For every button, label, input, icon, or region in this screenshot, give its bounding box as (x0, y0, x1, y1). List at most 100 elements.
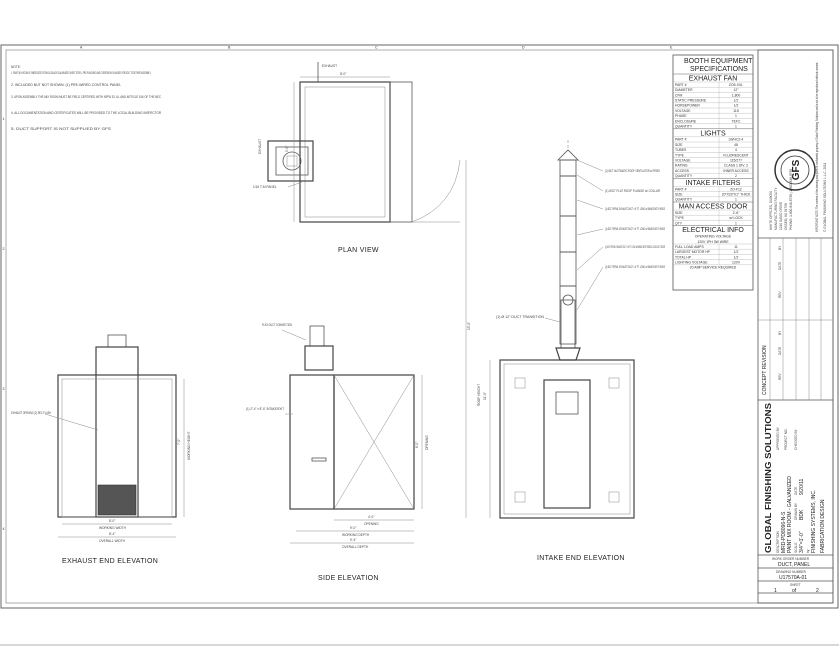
tm-panel-leader (287, 181, 303, 188)
tb-copyright: © GLOBAL FINISHING SOLUTIONS L.L.C. 2011 (823, 162, 827, 232)
spec-row-value: w/ LOCK (729, 216, 743, 220)
plan-fan-hub (286, 155, 298, 167)
spec-section-head: LIGHTS (700, 130, 726, 137)
exhaust-side-callout: EXHAUST (258, 139, 262, 154)
spec-sub-text: 120V 1PH 3W WIRE (697, 240, 729, 244)
exh-dim-label-in: WORKING WIDTH (99, 526, 127, 530)
spec-row-value: 2'-6" (733, 211, 741, 215)
rev-label: REV (778, 291, 782, 298)
spec-row-value: 48 (734, 143, 738, 147)
intake-filter-vent (608, 377, 620, 389)
spec-table-border (672, 54, 754, 291)
intake-elevation-title: INTAKE END ELEVATION (537, 555, 625, 562)
spec-row-value: 1 (735, 221, 737, 225)
date-value: 9/20/11 (799, 478, 805, 495)
spec-row-label: PART # (675, 83, 687, 87)
side-fan-box (304, 345, 334, 371)
address-line: WHITE OFFICES, DUBOIS (769, 191, 773, 230)
spec-row-label: QUANTITY (675, 198, 693, 202)
duct-callout: (1) Ø12" AUTOMATIC ROOF VENTILATOR w/ FI… (605, 169, 661, 173)
duct-section (559, 159, 577, 177)
project-label: PROJECT NO. (784, 429, 788, 450)
exh-dim-label-out: OVERALL WIDTH (99, 539, 126, 543)
spec-row-value: FLUORESCENT (723, 153, 748, 157)
designed-by: FINISHING SYSTEMS, INC. (811, 490, 817, 553)
spec-row-label: TOTAL HP (675, 255, 692, 259)
spec-row-label: TYPE (675, 153, 685, 157)
spec-row-label: HORSEPOWER (675, 104, 700, 108)
plan-outline-inner (304, 86, 386, 218)
side-fan-stack (309, 325, 325, 347)
intake-door (543, 379, 591, 509)
spec-row-value: 1/2 (734, 104, 739, 108)
side-booth (333, 374, 415, 510)
grid-letter: C (375, 46, 378, 50)
side-hinge (311, 457, 327, 462)
spec-row-label: ENCLOSURE (675, 119, 697, 123)
side-dim-label-out: OVERALL DEPTH (342, 545, 369, 549)
drawing-number-label: DRAWING NUMBER (776, 570, 807, 574)
spec-row-value: CLASS 1 DIV. 2 (724, 164, 748, 168)
intake-duct (560, 299, 576, 349)
spec-row-label: QUANTITY (675, 125, 693, 129)
notes-heading: NOTE: (11, 65, 21, 69)
duct-callout: (1) Ø12" SPIRAL EXHAUST DUCT x 8' FT. LO… (605, 207, 665, 211)
exh-fan-stack (107, 334, 127, 348)
side-dim-depth-in: 9'-0" (350, 526, 356, 530)
spec-row-value: LWHC2-4 (729, 138, 744, 142)
side-door-x (333, 374, 415, 510)
exh-opening-leader (44, 413, 99, 431)
spec-row-label: LIGHTING VOLTAGE (675, 261, 708, 265)
grid-letter: D (522, 46, 525, 50)
company-name: GLOBAL FINISHING SOLUTIONS (763, 403, 773, 553)
date-label: DATE (794, 487, 798, 495)
duct-section (559, 251, 577, 287)
side-dim-door-label: OPENING (364, 522, 379, 526)
side-dim-height-label: OPENING (425, 435, 429, 450)
spec-row-value: 4 (735, 148, 737, 152)
sheet-of: of (792, 588, 797, 594)
duct-callout: (1) Ø12" SPIRAL EXHAUST DUCT x 6' FT. LO… (605, 265, 665, 269)
plan-dim-depth: 9'-0" (285, 146, 289, 152)
concept-revision: CONCEPT REVISION (762, 345, 768, 395)
spec-row-label: PART # (675, 138, 687, 142)
gfs-logo-ring (774, 149, 816, 191)
rev-label: DATE (778, 347, 782, 355)
intake-end-elevation: (1) Ø 12" DUCT TRANSITION 13'-0" 11'-0" … (465, 160, 635, 562)
side-dim-label-in: WORKING DEPTH (342, 533, 370, 537)
exh-dim-height-label: WORKING HEIGHT (187, 431, 191, 460)
rev-label: BY (778, 330, 782, 335)
spec-row-value: INNER ACCESS (723, 169, 749, 173)
gfs-logo-text: GFS (791, 159, 802, 180)
side-elevation-title: SIDE ELEVATION (318, 575, 379, 582)
for-label: by (806, 549, 810, 553)
spec-row-label: QTY (675, 221, 683, 225)
note-item: 4. ALL DOCUMENTATION AND CERTIFICATES WI… (11, 111, 162, 115)
exhaust-top-callout: EXHAUST (322, 64, 337, 68)
spec-row-value: 1 (735, 198, 737, 202)
duct-callout: (1) Ø12" FLAT ROOF FLANGE w/ COLLAR (605, 189, 661, 193)
notes-block: NOTE: 1. PAINT MIX ROOM IS FABRICATED FR… (11, 65, 162, 131)
spec-row-value: 1/2 (734, 255, 739, 259)
duct-leader (576, 199, 604, 210)
plan-exhaust-fan (267, 140, 314, 182)
revision-grid: REV DATE BY REV DATE BY (758, 238, 833, 400)
exh-opening-callout: EXHAUST OPENING (2) REC FLUSH (11, 411, 52, 415)
spec-row-label: RATING (675, 164, 688, 168)
rev-label: DATE (778, 262, 782, 270)
duct-section (559, 285, 577, 345)
address-block: WHITE OFFICES, DUBOIS MANUFACTURING FACI… (769, 169, 793, 230)
spec-row-label: STATIC PRESSURE (675, 99, 707, 103)
grid-letter: A (80, 46, 83, 50)
rev-label: BY (778, 245, 782, 250)
duct-leader (576, 246, 604, 271)
plan-dim-width: 8'-0" (340, 72, 346, 76)
side-dim-door-value: 4'-0" (368, 515, 374, 519)
gfs-logo: GFS (774, 149, 816, 191)
duct-section (559, 215, 577, 253)
spec-sub-text: OPERATING VOLTAGE (695, 235, 732, 239)
spec-row-label: SIZE (675, 193, 683, 197)
spec-section-head: MAN ACCESS DOOR (679, 204, 748, 211)
side-dim-height-value: 6'-0" (415, 442, 419, 448)
